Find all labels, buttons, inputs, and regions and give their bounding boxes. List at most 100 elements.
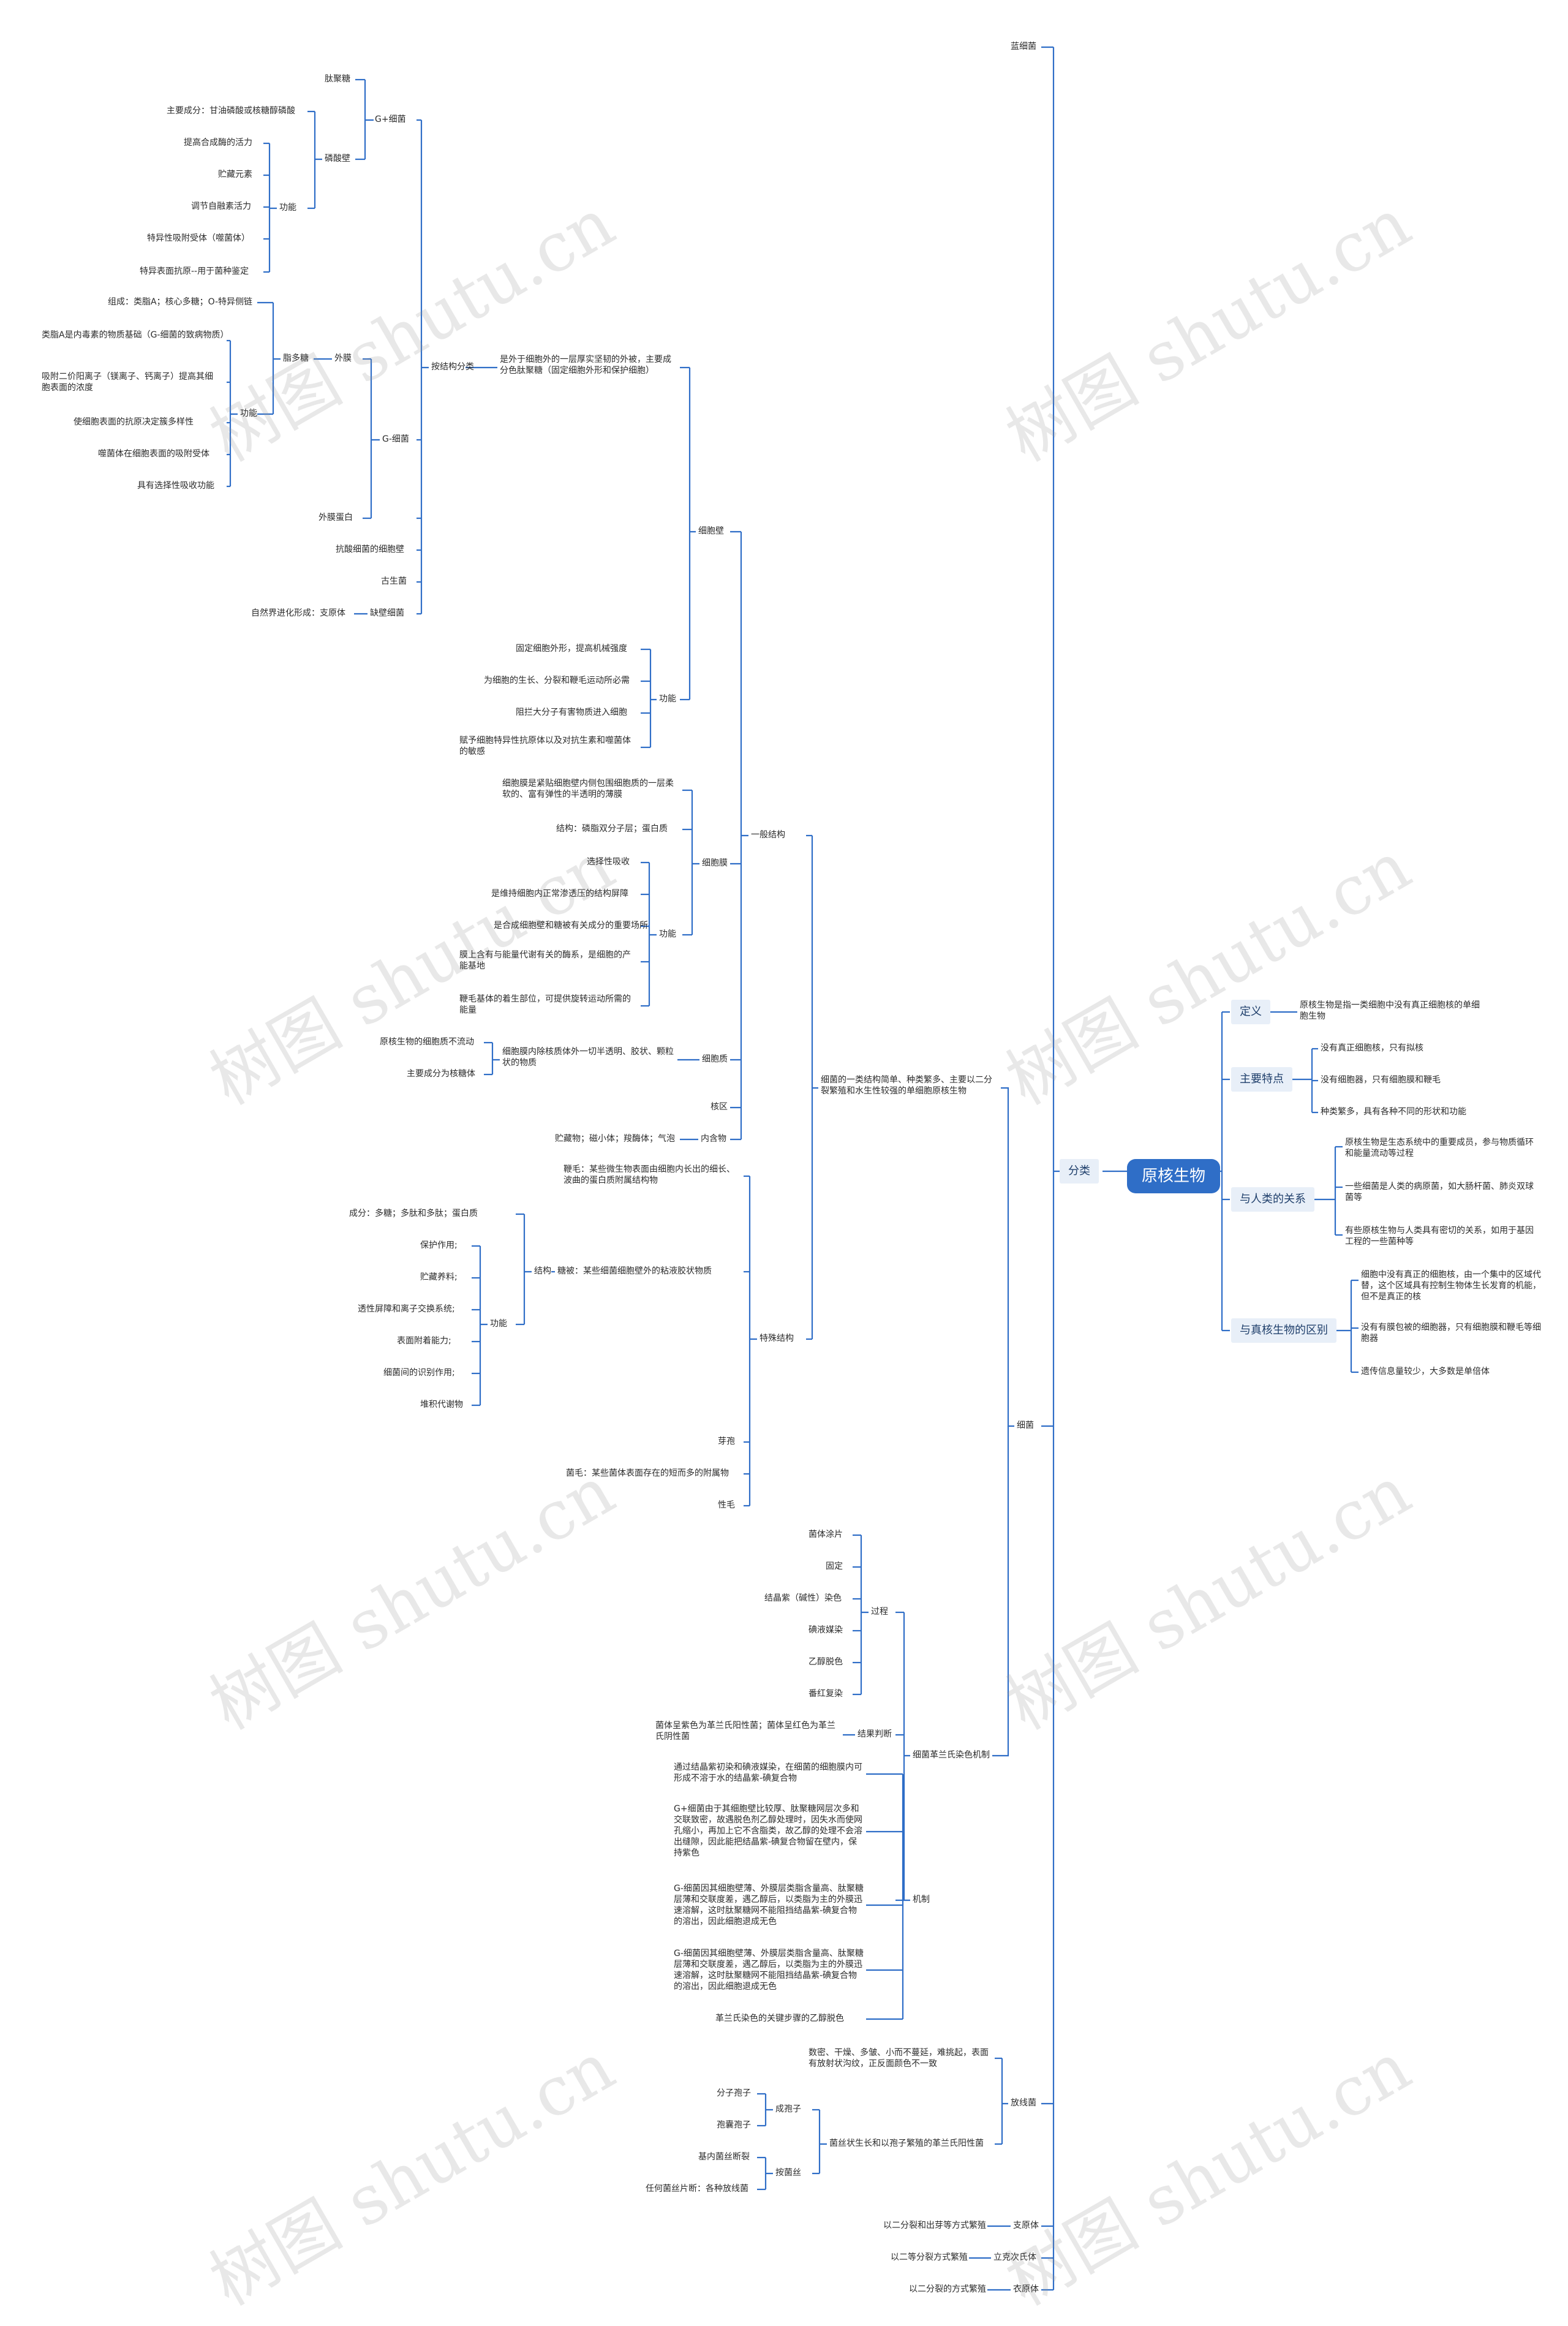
connector [648, 863, 657, 1006]
node-stain-process[interactable]: 过程 [871, 1607, 888, 1617]
node-pili[interactable]: 菌毛：某些菌体表面存在的短而多的附属物 [566, 1468, 729, 1478]
capsule-func-item: 细菌间的识别作用; [383, 1368, 455, 1378]
node-classification[interactable]: 分类 [1060, 1159, 1099, 1184]
node-cell-wall[interactable]: 细胞壁 [698, 526, 724, 536]
node-hypha[interactable]: 按菌丝 [775, 2168, 801, 2178]
connector [902, 1774, 910, 2019]
node-rickettsia[interactable]: 立克次氏体 [993, 2252, 1036, 2262]
connector [1001, 1087, 1014, 1427]
node-outer-membrane[interactable]: 外膜 [334, 353, 352, 363]
node-stain-result[interactable]: 结果判断 [858, 1729, 892, 1739]
node-archaea[interactable]: 古生菌 [381, 576, 407, 586]
node-teichoic-func[interactable]: 功能 [279, 203, 296, 213]
node-human-relation[interactable]: 与人类的关系 [1231, 1187, 1314, 1212]
teichoic-func-item: 调节自融素活力 [191, 202, 251, 211]
connector [420, 120, 429, 614]
cell-wall-desc: 是外于细胞外的一层厚实坚韧的外被，主要成分色肽聚糖（固定细胞外形和保护细胞） [500, 355, 671, 376]
node-cytoplasm[interactable]: 细胞质 [702, 1054, 728, 1064]
diff-item: 没有有膜包被的细胞器，只有细胞膜和鞭毛等细胞器 [1361, 1323, 1541, 1343]
node-stain-mechanism[interactable]: 机制 [913, 1895, 930, 1905]
diff-item: 遗传信息量较少，大多数是单倍体 [1361, 1367, 1490, 1376]
rickettsia-note: 以二等分裂方式繁殖 [891, 2252, 968, 2262]
node-actino-growth[interactable]: 菌丝状生长和以孢子繁殖的革兰氏阳性菌 [829, 2139, 984, 2148]
node-chlamydia[interactable]: 衣原体 [1013, 2284, 1039, 2294]
relation-item: 有些原核生物与人类具有密切的关系，如用于基因工程的一些菌种等 [1345, 1226, 1534, 1247]
relation-item: 原核生物是生态系统中的重要成员，参与物质循环和能量流动等过程 [1345, 1138, 1534, 1158]
connector [1313, 1147, 1336, 1235]
connector [764, 2158, 773, 2189]
stain-result-text: 菌体呈紫色为革兰氏阳性菌；菌体呈红色为革兰氏阴性菌 [655, 1721, 835, 1742]
cell-wall-func-item: 固定细胞外形，提高机械强度 [516, 644, 627, 654]
lps-func-item: 具有选择性吸收功能 [137, 481, 214, 491]
node-lps-func[interactable]: 功能 [240, 409, 257, 418]
membrane-func-item: 鞭毛基体的着生部位，可提供旋转运动所需的能量 [459, 994, 631, 1015]
capsule-func-item: 贮藏养料; [420, 1272, 458, 1282]
node-bacteria[interactable]: 细菌 [1017, 1421, 1034, 1430]
node-cyanobacteria[interactable]: 蓝细菌 [1011, 42, 1036, 51]
stain-mech-item: 通过结晶紫初染和碘液媒染，在细菌的细胞膜内可形成不溶于水的结晶紫-碘复合物 [674, 1762, 862, 1783]
node-peptidoglycan[interactable]: 肽聚糖 [325, 74, 350, 84]
connector [523, 1214, 532, 1324]
stain-mech-item: 革兰氏染色的关键步骤的乙醇脱色 [715, 2014, 844, 2023]
teichoic-func-item: 提高合成酶的活力 [184, 138, 252, 148]
capsule-func-item: 堆积代谢物 [420, 1400, 463, 1410]
node-actinomycetes[interactable]: 放线菌 [1011, 2098, 1036, 2108]
connector [764, 2094, 773, 2126]
stain-step: 结晶紫（碱性）染色 [764, 1593, 842, 1603]
node-mycoplasma[interactable]: 支原体 [1013, 2221, 1039, 2230]
node-inclusion[interactable]: 内含物 [701, 1134, 726, 1144]
node-wall-deficient[interactable]: 缺壁细菌 [370, 608, 404, 618]
node-teichoic[interactable]: 磷酸壁 [325, 154, 350, 164]
lps-func-item: 噬菌体在细胞表面的吸附受体 [98, 449, 209, 459]
cell-wall-func-item: 为细胞的生长、分裂和鞭毛运动所必需 [484, 676, 630, 685]
connector [740, 532, 748, 1139]
spore-item: 分子孢子 [717, 2088, 751, 2098]
node-spore-forming[interactable]: 成孢子 [775, 2104, 801, 2114]
feature-item: 没有真正细胞核，只有拟核 [1321, 1043, 1423, 1053]
node-special-structure[interactable]: 特殊结构 [760, 1334, 794, 1343]
mycoplasma-note: 以二分裂和出芽等方式繁殖 [883, 2221, 986, 2230]
node-acid-fast-wall[interactable]: 抗酸细菌的细胞壁 [336, 545, 404, 554]
relation-item: 一些细菌是人类的病原菌，如大肠杆菌、肺炎双球菌等 [1345, 1182, 1534, 1203]
connector [811, 836, 818, 1339]
node-capsule-func[interactable]: 功能 [490, 1319, 507, 1329]
lps-composition: 组成：类脂A；核心多糖；O-特异侧链 [108, 297, 253, 307]
stain-step: 乙醇脱色 [809, 1657, 843, 1667]
node-gram-negative[interactable]: G-细菌 [382, 434, 409, 444]
connector [491, 1043, 500, 1074]
cell-membrane-desc: 细胞膜是紧贴细胞壁内侧包围细胞质的一层柔软的、富有弹性的半透明的薄膜 [502, 779, 674, 799]
node-capsule[interactable]: 糖被：某些细菌细胞壁外的粘液胶状物质 [557, 1266, 712, 1276]
cytoplasm-desc: 细胞膜内除核质体外一切半透明、胶状、颗粒状的物质 [502, 1047, 674, 1068]
cell-wall-func-item: 阻拦大分子有害物质进入细胞 [516, 708, 627, 717]
node-lps[interactable]: 脂多糖 [283, 353, 309, 363]
node-spore[interactable]: 芽孢 [718, 1437, 735, 1446]
hypha-item: 基内菌丝断裂 [698, 2152, 750, 2162]
node-outer-membrane-protein[interactable]: 外膜蛋白 [318, 513, 353, 523]
node-flagellum[interactable]: 鞭毛：某些微生物表面由细胞内长出的细长、波曲的蛋白质附属结构物 [564, 1165, 735, 1185]
definition-text: 原核生物是指一类细胞中没有真正细胞核的单细胞生物 [1300, 1000, 1480, 1021]
node-nucleoid[interactable]: 核区 [710, 1102, 728, 1112]
stain-mech-item: G+细菌由于其细胞壁比较厚、肽聚糖网层次多和交联致密，故遇脱色剂乙醇处理时，因失… [674, 1804, 862, 1858]
node-cell-membrane-func[interactable]: 功能 [659, 929, 676, 939]
chlamydia-note: 以二分裂的方式繁殖 [909, 2284, 986, 2294]
node-features[interactable]: 主要特点 [1231, 1067, 1292, 1092]
node-general-structure[interactable]: 一般结构 [751, 830, 785, 840]
node-gram-stain[interactable]: 细菌革兰氏染色机制 [913, 1750, 990, 1760]
node-gram-positive[interactable]: G+细菌 [375, 115, 406, 124]
node-sex-pili[interactable]: 性毛 [718, 1500, 735, 1510]
node-cell-wall-func[interactable]: 功能 [659, 694, 676, 704]
diff-item: 细胞中没有真正的细胞核，由一个集中的区域代替，这个区域具有控制生物体生长发育的机… [1361, 1270, 1541, 1302]
bacteria-desc: 细菌的一类结构简单、种类繁多、主要以二分裂繁殖和水生性较强的单细胞原核生物 [821, 1075, 992, 1096]
connector [691, 790, 699, 935]
hypha-item: 任何菌丝片断：各种放线菌 [646, 2184, 748, 2194]
node-cell-membrane[interactable]: 细胞膜 [702, 858, 728, 868]
node-classify-by-structure[interactable]: 按结构分类 [431, 362, 474, 372]
node-eukaryote-diff[interactable]: 与真核生物的区别 [1231, 1318, 1336, 1343]
connector [992, 1426, 1009, 1757]
root-node[interactable]: 原核生物 [1127, 1159, 1221, 1193]
membrane-func-item: 是维持细胞内正常渗透压的结构屏障 [491, 889, 628, 899]
connector [268, 143, 277, 272]
node-definition[interactable]: 定义 [1231, 1000, 1270, 1024]
node-capsule-struct[interactable]: 结构 [534, 1266, 551, 1276]
connector [479, 1246, 488, 1405]
